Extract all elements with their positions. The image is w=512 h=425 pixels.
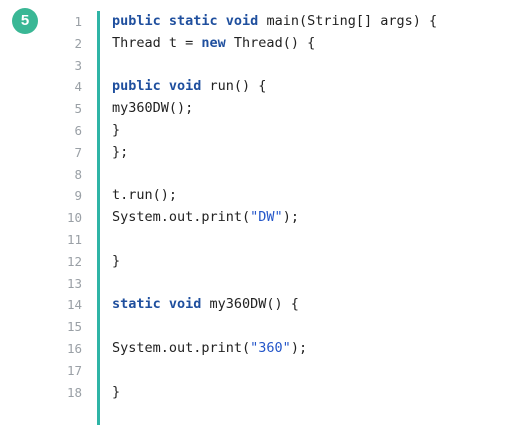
code-line: 7};	[50, 142, 500, 164]
line-number: 1	[74, 14, 82, 29]
question-number-badge: 5	[12, 8, 38, 34]
code-lines: 1 public static void main(String[] args) …	[50, 11, 500, 403]
line-number: 7	[74, 144, 82, 160]
code-token: }	[112, 252, 121, 269]
code-text: static void my360DW() {	[112, 294, 299, 316]
code-token: my360DW();	[112, 100, 194, 117]
code-token: }	[112, 121, 121, 138]
string-token: "DW"	[250, 209, 283, 226]
line-number: 14	[66, 297, 82, 313]
line-number: 5	[74, 101, 82, 117]
code-line: 12}	[50, 251, 500, 273]
code-line: 3	[50, 55, 500, 77]
code-token: Thread() {	[225, 34, 316, 51]
code-line: 13	[50, 273, 500, 295]
line-number: 16	[66, 340, 82, 356]
line-number: 10	[66, 210, 82, 226]
code-token: );	[290, 339, 308, 356]
keyword-token: static void	[112, 296, 202, 313]
code-line: 16 System.out.print("360");	[50, 338, 500, 360]
code-text: System.out.print("DW");	[112, 207, 299, 229]
code-token: Thread t =	[112, 34, 202, 51]
string-token: "360"	[250, 339, 291, 356]
line-number: 4	[74, 79, 82, 95]
code-text: public static void main(String[] args) {	[112, 11, 437, 33]
line-number: 2	[74, 35, 82, 51]
code-line: 15	[50, 316, 500, 338]
code-line: 17	[50, 360, 500, 382]
line-number: 8	[74, 166, 82, 182]
code-token: System.out.print(	[112, 209, 251, 226]
code-line: 2 Thread t = new Thread() {	[50, 33, 500, 55]
code-text: System.out.print("360");	[112, 338, 307, 360]
line-number: 12	[66, 253, 82, 269]
code-text: Thread t = new Thread() {	[112, 33, 315, 55]
code-text: public void run() {	[112, 76, 266, 98]
line-number: 17	[66, 362, 82, 378]
code-line: 8	[50, 164, 500, 186]
code-line: 1 public static void main(String[] args) …	[50, 11, 500, 33]
code-line: 9 t.run();	[50, 185, 500, 207]
code-text: }	[112, 251, 120, 273]
code-line: 10 System.out.print("DW");	[50, 207, 500, 229]
line-number: 9	[74, 188, 82, 204]
line-number: 6	[74, 122, 82, 138]
code-line: 14 static void my360DW() {	[50, 294, 500, 316]
code-token: };	[112, 143, 129, 160]
code-line: 18}	[50, 382, 500, 404]
code-token: run() {	[201, 78, 267, 95]
line-number: 11	[66, 231, 82, 247]
code-line: 4 public void run() {	[50, 76, 500, 98]
code-line: 11	[50, 229, 500, 251]
code-token: main(String[] args) {	[258, 13, 438, 29]
code-text: }	[112, 382, 120, 404]
code-text: };	[112, 142, 128, 164]
code-line: 5 my360DW();	[50, 98, 500, 120]
keyword-token: new	[201, 34, 226, 51]
gutter-divider	[97, 11, 100, 425]
code-text: my360DW();	[112, 98, 193, 120]
line-number: 3	[74, 57, 82, 73]
code-token: );	[282, 209, 299, 226]
code-token: my360DW() {	[201, 296, 299, 313]
code-block: 1 public static void main(String[] args) …	[50, 11, 500, 425]
keyword-token: public static void	[112, 13, 259, 29]
code-token: System.out.print(	[112, 339, 251, 356]
code-line: 6}	[50, 120, 500, 142]
code-token: t.run();	[112, 187, 178, 204]
line-number: 18	[66, 384, 82, 400]
code-text: }	[112, 120, 120, 142]
code-text: t.run();	[112, 185, 177, 207]
keyword-token: public void	[112, 78, 202, 95]
line-number: 15	[66, 319, 82, 335]
code-token: }	[112, 383, 121, 400]
line-number: 13	[66, 275, 82, 291]
